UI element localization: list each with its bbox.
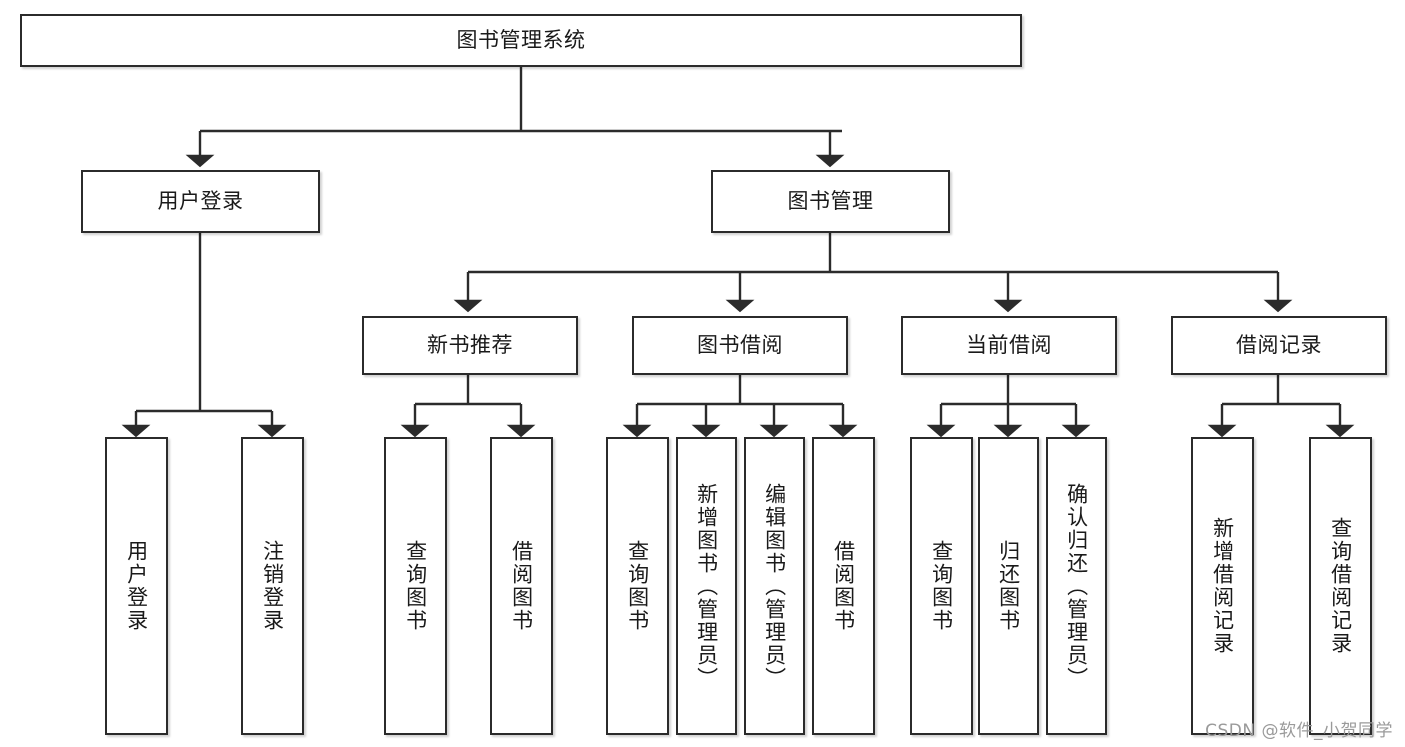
node-book-manage-label: 图书管理 [787,188,874,213]
node-leaf-logout[interactable]: 注销登录 [241,437,304,735]
node-book-borrow-label: 图书借阅 [697,332,783,357]
node-borrow-record-label: 借阅记录 [1236,332,1322,357]
node-new-book-rec[interactable]: 新书推荐 [362,316,578,375]
node-leaf-add-book[interactable]: 新增图书（管理员） [676,437,737,735]
node-leaf-query-book-3[interactable]: 查询图书 [910,437,973,735]
node-leaf-query-record-label: 查询借阅记录 [1328,517,1353,655]
node-leaf-query-book-2-label: 查询图书 [625,540,650,632]
node-book-borrow[interactable]: 图书借阅 [632,316,848,375]
node-leaf-logout-label: 注销登录 [260,540,285,632]
node-leaf-query-book-1[interactable]: 查询图书 [384,437,447,735]
node-leaf-add-record-label: 新增借阅记录 [1210,517,1235,655]
node-leaf-confirm-return-label: 确认归还（管理员） [1064,482,1089,690]
node-leaf-add-book-label: 新增图书（管理员） [694,482,719,690]
node-leaf-query-record[interactable]: 查询借阅记录 [1309,437,1372,735]
node-leaf-query-book-3-label: 查询图书 [929,540,954,632]
node-leaf-user-login[interactable]: 用户登录 [105,437,168,735]
node-book-manage[interactable]: 图书管理 [711,170,950,233]
node-leaf-borrow-book-2[interactable]: 借阅图书 [812,437,875,735]
node-leaf-add-record[interactable]: 新增借阅记录 [1191,437,1254,735]
node-current-borrow-label: 当前借阅 [966,332,1052,357]
node-leaf-borrow-book-2-label: 借阅图书 [831,540,856,632]
node-current-borrow[interactable]: 当前借阅 [901,316,1117,375]
node-leaf-query-book-2[interactable]: 查询图书 [606,437,669,735]
node-leaf-confirm-return[interactable]: 确认归还（管理员） [1046,437,1107,735]
node-leaf-edit-book[interactable]: 编辑图书（管理员） [744,437,805,735]
node-leaf-borrow-book-1-label: 借阅图书 [509,540,534,632]
node-root-label: 图书管理系统 [456,27,586,52]
node-leaf-return-book[interactable]: 归还图书 [978,437,1039,735]
node-user-login[interactable]: 用户登录 [81,170,320,233]
node-borrow-record[interactable]: 借阅记录 [1171,316,1387,375]
node-leaf-user-login-label: 用户登录 [124,540,149,632]
node-user-login-label: 用户登录 [157,188,244,213]
watermark: CSDN @软件_小贺同学 [1205,721,1393,741]
node-leaf-return-book-label: 归还图书 [996,540,1021,632]
node-new-book-rec-label: 新书推荐 [427,332,513,357]
node-leaf-query-book-1-label: 查询图书 [403,540,428,632]
node-leaf-borrow-book-1[interactable]: 借阅图书 [490,437,553,735]
node-root[interactable]: 图书管理系统 [20,14,1022,67]
node-leaf-edit-book-label: 编辑图书（管理员） [762,482,787,690]
